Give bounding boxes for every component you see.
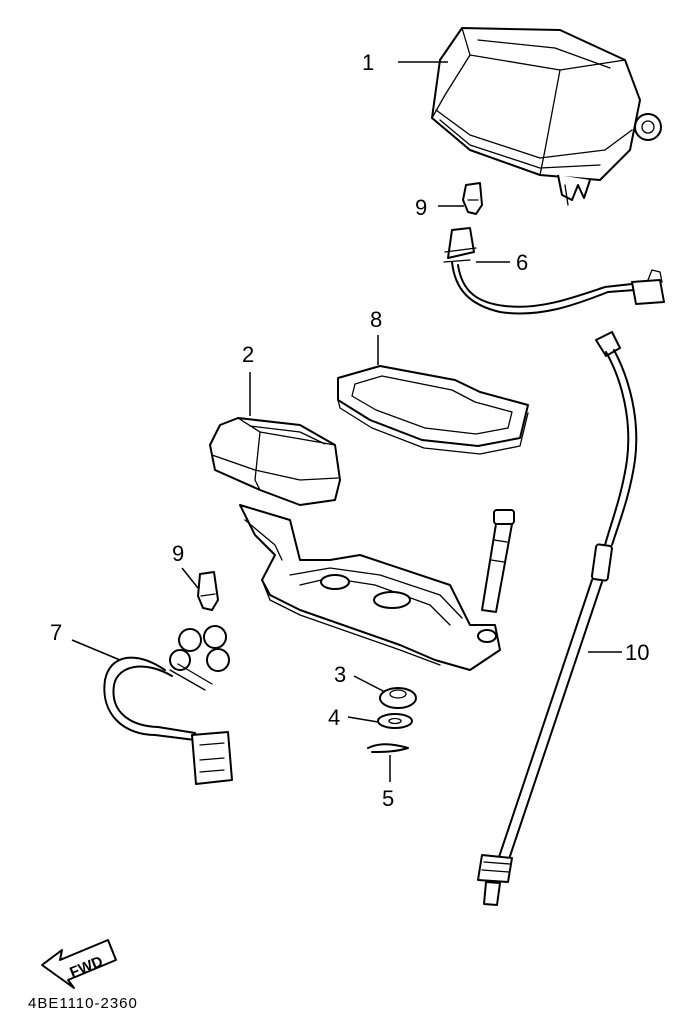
meter-housing-part-1 — [431, 27, 662, 206]
leader-lines — [71, 61, 622, 782]
callout-2: 2 — [242, 342, 254, 367]
callout-3: 3 — [334, 662, 346, 687]
callout-labels: 1 2 3 4 5 6 7 8 9 9 10 — [50, 50, 649, 811]
callout-4: 4 — [328, 705, 340, 730]
clip-part-5 — [367, 743, 409, 753]
callout-1: 1 — [362, 50, 374, 75]
callout-9-lower: 9 — [172, 541, 184, 566]
speedometer-cable-part-10 — [477, 331, 638, 906]
callout-8: 8 — [370, 307, 382, 332]
bulb-part-9-upper — [462, 182, 483, 215]
callout-6: 6 — [516, 250, 528, 275]
washer-part-4 — [377, 713, 413, 729]
forward-direction-arrow-icon: FWD — [41, 939, 117, 989]
meter-case-part-2 — [209, 417, 341, 506]
socket-lead-part-6 — [443, 227, 665, 315]
callout-9-upper: 9 — [415, 195, 427, 220]
grommet-part-3 — [379, 687, 417, 709]
callout-10: 10 — [625, 640, 649, 665]
bolt — [481, 509, 515, 613]
part-number-code: 4BE1110-2360 — [28, 995, 138, 1012]
bulb-part-9-lower — [197, 571, 219, 611]
meter-bracket — [239, 504, 501, 671]
gasket-part-8 — [337, 365, 529, 455]
callout-5: 5 — [382, 786, 394, 811]
wire-harness-part-7 — [103, 625, 233, 785]
callout-7: 7 — [50, 620, 62, 645]
